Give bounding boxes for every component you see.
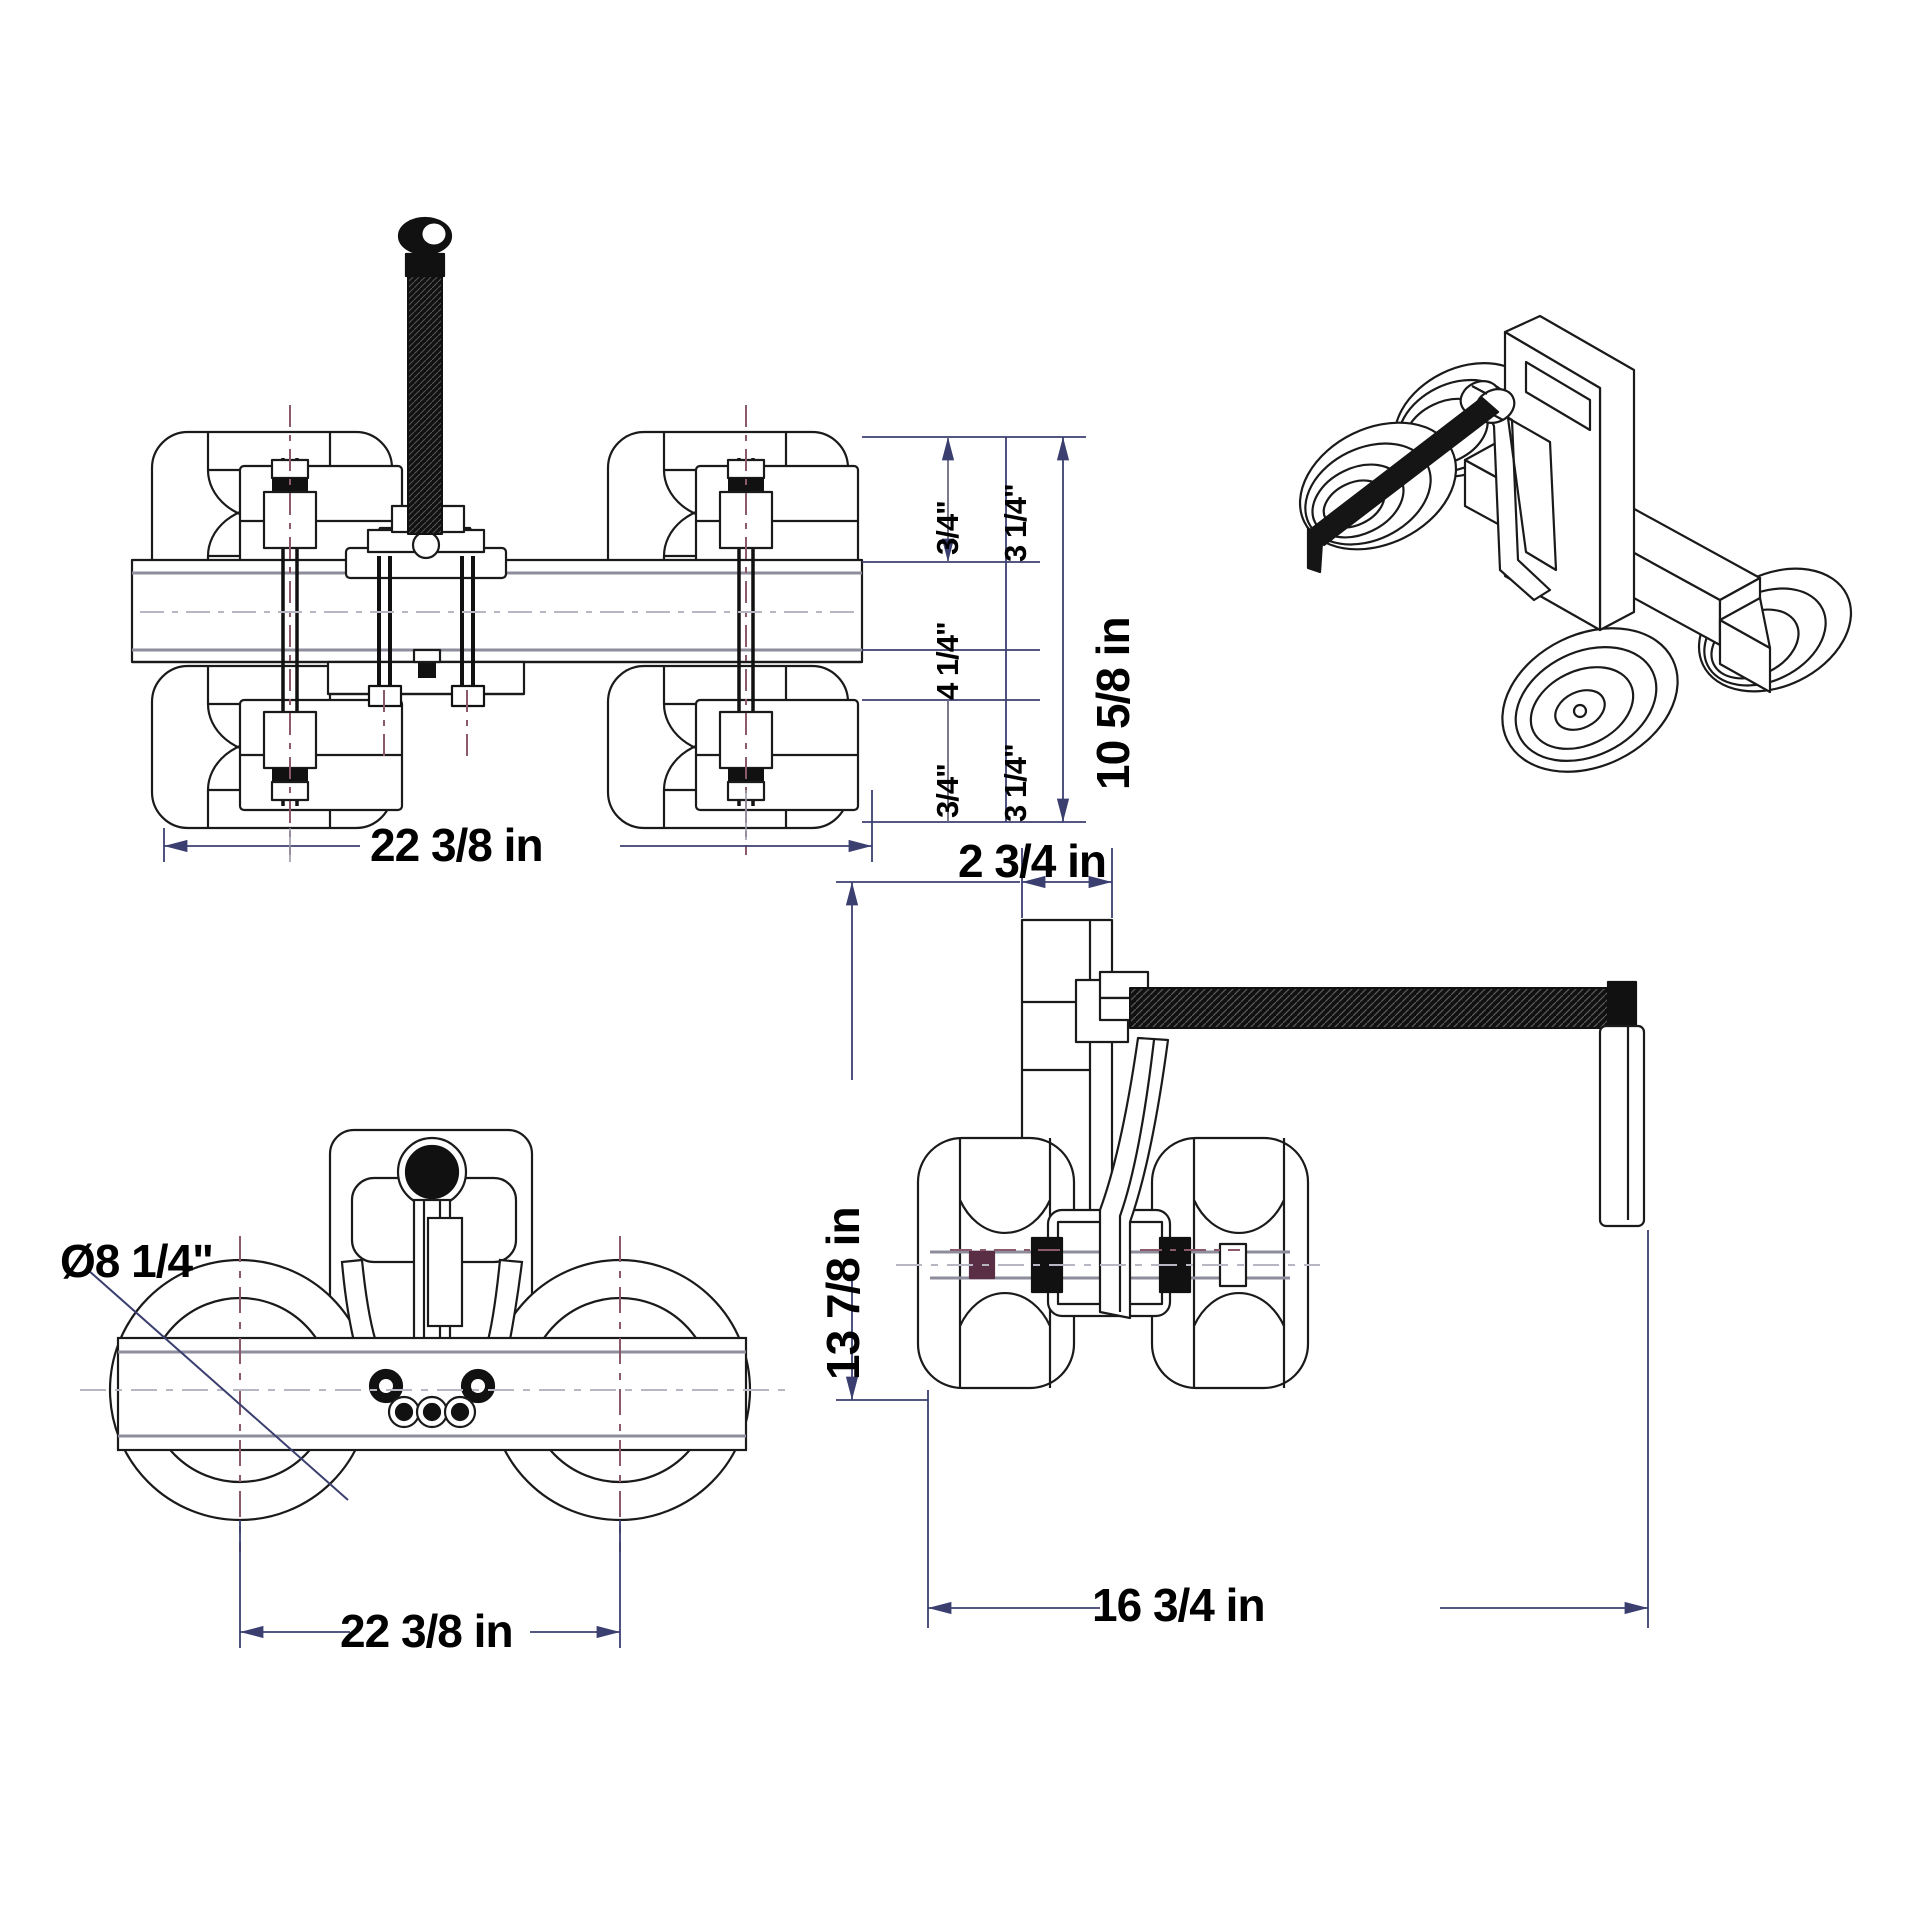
iso-handle-bar: [1306, 396, 1500, 574]
isometric-geometry: [1298, 314, 1853, 773]
dimension-label-bottom-stack: 3 1/4": [998, 744, 1033, 822]
center-stud: [412, 648, 442, 678]
diameter-leader: [87, 1269, 349, 1501]
plan-dimension-lines: [239, 1520, 621, 1648]
side-wheel-left: [916, 1136, 1076, 1390]
dimension-label-overall-height: 10 5/8 in: [1087, 617, 1139, 790]
isometric-view: [1250, 300, 1910, 840]
plan-view-geometry: [80, 1128, 790, 1648]
side-elevation-view: 2 3/4 in 13 7/8 in 16 3/4 in: [800, 838, 1920, 1860]
plan-pivot-boss: [396, 1136, 468, 1208]
centerlines: [289, 405, 747, 855]
dimension-label-top-stack: 3 1/4": [998, 484, 1033, 562]
dimension-label-side-length: 16 3/4 in: [1092, 1579, 1266, 1631]
front-elevation-geometry: [130, 216, 1086, 862]
dimension-label-side-height: 13 7/8 in: [817, 1207, 869, 1380]
dimension-label-middle: 4 1/4": [930, 622, 965, 700]
side-threaded-handle: [1129, 980, 1638, 1036]
dimension-label-top-gap: 3/4": [930, 501, 965, 555]
plan-bolt-cluster: [368, 1368, 496, 1429]
dimension-label-overall-width: 22 3/8 in: [370, 819, 544, 871]
iso-wheel-front-right: [1501, 627, 1679, 773]
side-elevation-geometry: [836, 848, 1649, 1628]
handle-knob: [397, 216, 453, 256]
center-bracket: [344, 504, 508, 580]
side-handle-leg: [1598, 1024, 1646, 1228]
dimension-label-wheel-diameter: Ø8 1/4": [60, 1235, 214, 1287]
dimension-label-plate-width: 2 3/4 in: [958, 835, 1107, 887]
dimension-label-bottom-gap: 3/4": [930, 764, 965, 818]
dimension-lines: [163, 436, 1086, 862]
plan-view: Ø8 1/4" 22 3/8 in: [0, 1100, 900, 1860]
side-curved-arm: [1098, 1036, 1170, 1320]
dimension-label-plan-width: 22 3/8 in: [340, 1605, 514, 1657]
side-dimension-lines: [836, 848, 1649, 1628]
threaded-handle-shaft: [404, 252, 446, 535]
plan-main-beam: [116, 1336, 748, 1452]
plan-centerlines: [239, 1236, 621, 1552]
iso-bracket: [1480, 400, 1558, 602]
iso-right-frame: [1718, 596, 1772, 694]
front-elevation-view: 3/4" 3 1/4" 4 1/4" 3/4" 3 1/4" 10 5/8 in…: [0, 0, 1180, 960]
